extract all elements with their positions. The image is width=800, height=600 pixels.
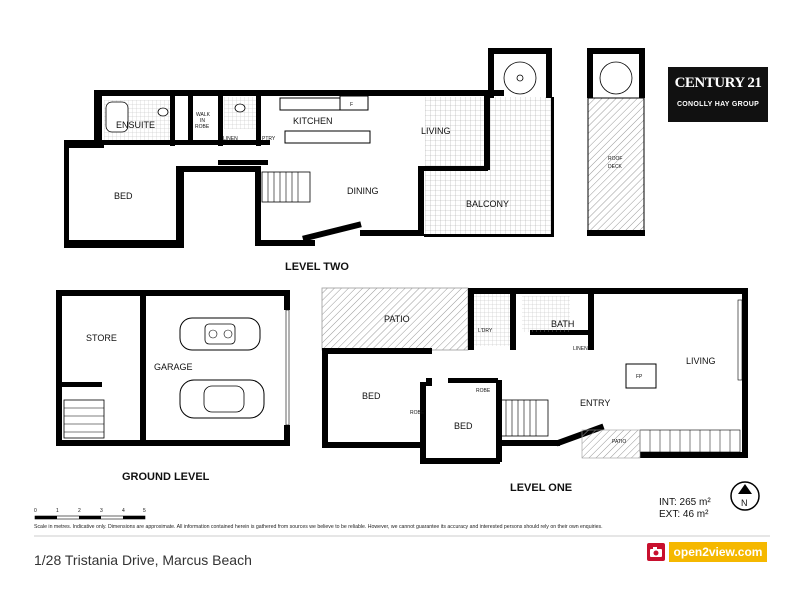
living-label-l2: LIVING	[421, 126, 451, 136]
walk-in-robe-label-3: ROBE	[195, 124, 210, 130]
camera-icon	[647, 543, 665, 561]
roof-deck-label-1: ROOF	[608, 156, 622, 162]
level-two-plan	[64, 48, 645, 248]
bed-label-l1-2: BED	[454, 421, 473, 431]
scale-tick-4: 4	[122, 508, 125, 514]
property-address: 1/28 Tristania Drive, Marcus Beach	[34, 552, 252, 568]
level-one-title: LEVEL ONE	[510, 482, 572, 494]
open2view-logo[interactable]: open2view.com	[647, 542, 767, 562]
compass-label: N	[741, 498, 748, 508]
kitchen-label: KITCHEN	[293, 116, 333, 126]
bed-label-l1-1: BED	[362, 391, 381, 401]
level-two-title: LEVEL TWO	[285, 261, 349, 273]
roof-deck-label-2: DECK	[608, 164, 623, 170]
scale-tick-5: 5	[143, 508, 146, 514]
patio-floor	[321, 287, 469, 351]
ground-level-plan	[56, 290, 290, 446]
car-convertible-icon	[179, 317, 261, 351]
ensuite-label: ENSUITE	[116, 120, 155, 130]
walk-in-robe-label-2: IN	[200, 118, 205, 124]
dining-label: DINING	[347, 186, 379, 196]
scale-tick-1: 1	[56, 508, 59, 514]
scale-tick-0: 0	[34, 508, 37, 514]
patio-label: PATIO	[384, 314, 410, 324]
fridge-label: F	[350, 102, 353, 108]
level-one-plan	[321, 287, 748, 464]
century21-brand-text: CENTURY 21	[674, 75, 762, 91]
scale-bar	[34, 515, 146, 520]
store-label: STORE	[86, 333, 117, 343]
robe-label-1: ROBE	[476, 388, 491, 394]
internal-area: INT: 265 m²	[659, 497, 711, 508]
entry-patio-label: PATIO	[612, 439, 626, 445]
linen-label-l1: LINEN	[573, 346, 588, 352]
garage-label: GARAGE	[154, 362, 193, 372]
external-area: EXT: 46 m²	[659, 509, 709, 520]
balcony-label: BALCONY	[466, 199, 509, 209]
office-name: CONOLLY HAY GROUP	[676, 101, 760, 108]
laundry-floor-l1	[474, 294, 510, 346]
laundry-label: L'DRY	[478, 328, 493, 334]
century21-logo: CENTURY 21 CONOLLY HAY GROUP	[668, 67, 768, 122]
bath-floor	[522, 296, 570, 332]
linen-label-l2: LINEN	[223, 136, 238, 142]
fireplace-label: FP	[636, 374, 643, 380]
open2view-text: open2view.com	[669, 542, 767, 562]
scale-tick-2: 2	[78, 508, 81, 514]
robe-label-2: ROBE	[410, 410, 425, 416]
walk-in-robe-label-1: WALK	[196, 112, 211, 118]
entry-patio-floor	[581, 429, 641, 459]
living-label-l1: LIVING	[686, 356, 716, 366]
car-coupe-icon	[179, 379, 265, 419]
scale-tick-3: 3	[100, 508, 103, 514]
bath-label: BATH	[551, 319, 574, 329]
bed-label-l2: BED	[114, 191, 133, 201]
pantry-label: PTRY	[262, 136, 276, 142]
ground-level-title: GROUND LEVEL	[122, 471, 210, 483]
entry-label: ENTRY	[580, 398, 610, 408]
laundry-floor	[224, 97, 258, 129]
north-arrow-icon	[730, 481, 760, 511]
fireplace-icon	[625, 363, 657, 389]
disclaimer-text: Scale in metres. Indicative only. Dimens…	[34, 524, 603, 530]
